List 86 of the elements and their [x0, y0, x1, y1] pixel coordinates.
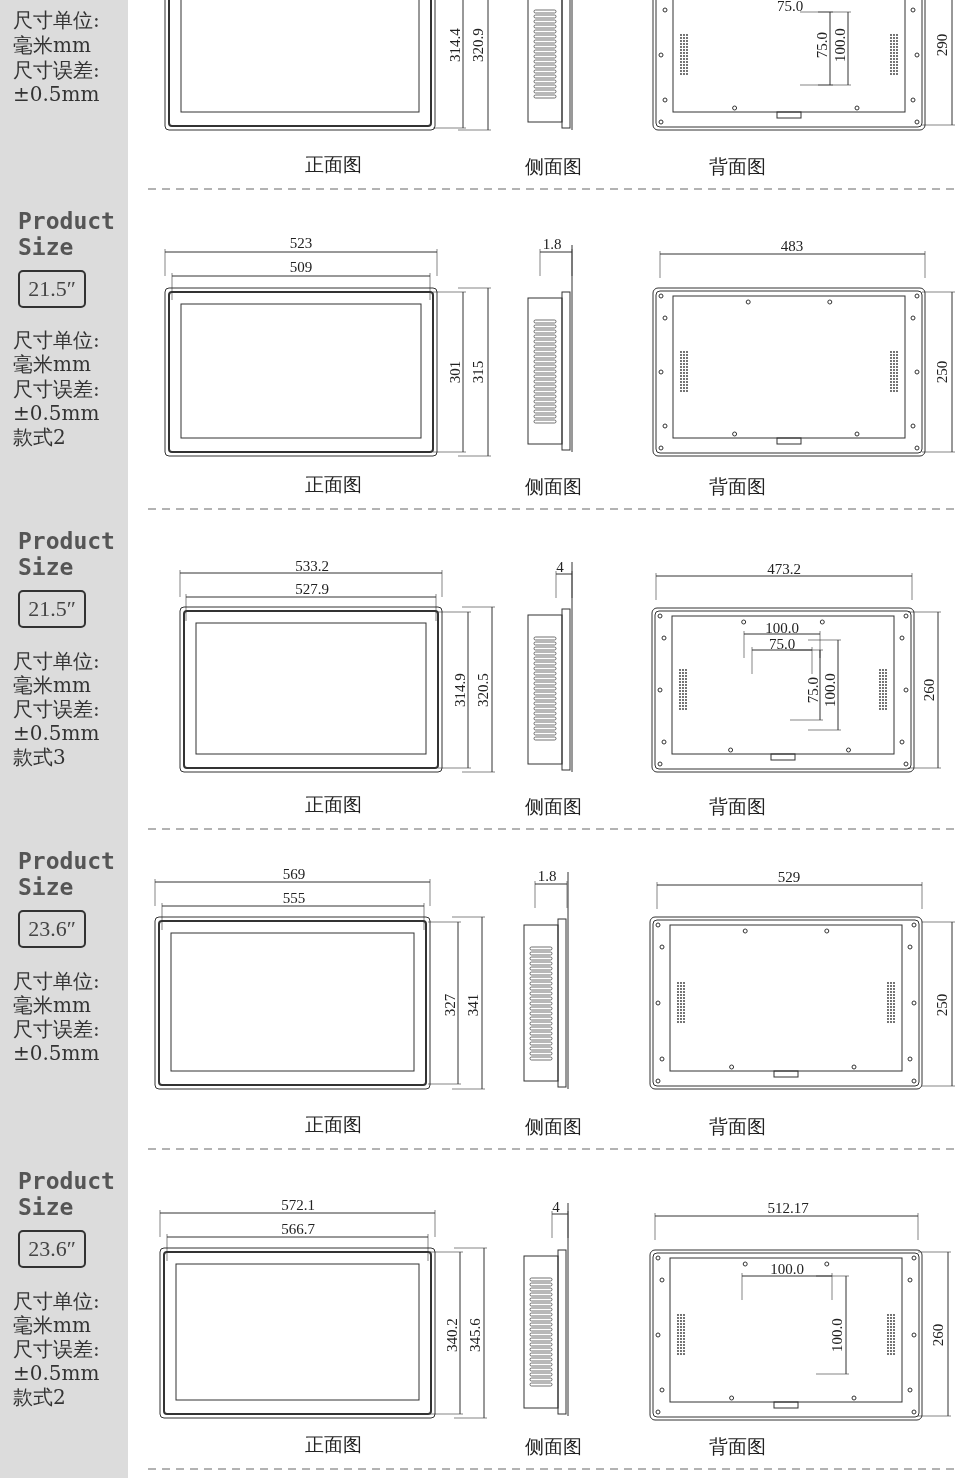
- spec-text: 款式2: [13, 1385, 66, 1409]
- spec-text: 尺寸误差:: [13, 58, 100, 82]
- dimension-label: 340.2: [444, 1318, 460, 1352]
- spec-text: 毫米mm: [13, 993, 91, 1017]
- dimension-label: 250: [934, 360, 950, 384]
- view-caption: 侧面图: [524, 154, 582, 179]
- spec-text: 毫米mm: [13, 1313, 91, 1337]
- dimension-label: 315: [470, 360, 486, 384]
- dimension-label: 301: [447, 360, 463, 384]
- dimension-label: 572.1: [281, 1197, 315, 1213]
- product-size-heading: Product Size: [18, 208, 116, 260]
- size-badge: 21.5″: [18, 590, 86, 628]
- product-size-heading: Product Size: [18, 528, 116, 580]
- dimension-label: 1.8: [537, 868, 557, 884]
- spec-text: 款式2: [13, 425, 66, 449]
- dimension-label: 529: [777, 869, 801, 885]
- spec-text: 毫米mm: [13, 352, 91, 376]
- spec-text: ±0.5mm: [13, 82, 100, 106]
- dimension-label: 314.4: [447, 28, 463, 62]
- product-size-heading: Product Size: [18, 848, 116, 900]
- size-badge: 23.6″: [18, 1230, 86, 1268]
- view-caption: 背面图: [708, 794, 766, 819]
- view-caption: 正面图: [304, 152, 362, 177]
- spec-text: ±0.5mm: [13, 1361, 100, 1385]
- spec-text: 尺寸误差:: [13, 1337, 100, 1361]
- dimension-label: 527.9: [295, 581, 329, 597]
- size-badge: 21.5″: [18, 270, 86, 308]
- view-caption: 侧面图: [524, 1114, 582, 1139]
- dimension-label: 555: [282, 890, 306, 906]
- dimension-label: 569: [282, 866, 306, 882]
- dimension-label: 512.17: [767, 1200, 809, 1216]
- view-caption: 正面图: [304, 1432, 362, 1457]
- dimension-label: 75.0: [814, 31, 830, 59]
- spec-text: 毫米mm: [13, 673, 91, 697]
- view-caption: 侧面图: [524, 794, 582, 819]
- dimension-label: 75.0: [805, 676, 821, 704]
- spec-text: 尺寸单位:: [13, 969, 100, 993]
- dimension-label: 100.0: [832, 28, 848, 62]
- dimension-label: 4: [552, 1199, 560, 1215]
- dimension-label: 566.7: [281, 1221, 315, 1237]
- dimension-label: 4: [556, 559, 564, 575]
- dimension-label: 260: [930, 1323, 946, 1347]
- dimension-label: 327: [442, 993, 458, 1017]
- dimension-label: 341: [465, 993, 481, 1017]
- view-caption: 侧面图: [524, 1434, 582, 1459]
- view-caption: 背面图: [708, 1114, 766, 1139]
- spec-text: 尺寸单位:: [13, 328, 100, 352]
- product-size-heading: Product Size: [18, 1168, 116, 1220]
- dimension-label: 100.0: [765, 620, 799, 636]
- spec-text: 尺寸单位:: [13, 649, 100, 673]
- spec-text: ±0.5mm: [13, 1041, 100, 1065]
- dimension-label: 75.0: [776, 0, 804, 14]
- view-caption: 正面图: [304, 1112, 362, 1137]
- spec-text: ±0.5mm: [13, 721, 100, 745]
- dimension-label: 523: [289, 235, 313, 251]
- view-caption: 侧面图: [524, 474, 582, 499]
- dimension-label: 290: [934, 33, 950, 57]
- view-caption: 背面图: [708, 1434, 766, 1459]
- spec-text: 款式3: [13, 745, 66, 769]
- dimension-label: 483: [780, 238, 804, 254]
- view-caption: 正面图: [304, 472, 362, 497]
- dimension-label: 533.2: [295, 558, 329, 574]
- spec-text: ±0.5mm: [13, 401, 100, 425]
- dimension-label: 100.0: [829, 1318, 845, 1352]
- spec-text: 毫米mm: [13, 33, 91, 57]
- dimension-label: 320.9: [470, 28, 486, 62]
- spec-text: 尺寸单位:: [13, 1289, 100, 1313]
- dimension-label: 345.6: [467, 1318, 483, 1352]
- dimension-label: 320.5: [475, 673, 491, 707]
- spec-text: 尺寸误差:: [13, 697, 100, 721]
- dimension-label: 100.0: [770, 1261, 804, 1277]
- dimension-label: 1.8: [542, 236, 562, 252]
- spec-text: 尺寸误差:: [13, 1017, 100, 1041]
- dimension-label: 75.0: [768, 636, 796, 652]
- dimension-label: 100.0: [822, 673, 838, 707]
- dimension-label: 314.9: [452, 673, 468, 707]
- dimension-label: 250: [934, 993, 950, 1017]
- spec-text: 尺寸单位:: [13, 8, 100, 32]
- dimension-label: 509: [289, 259, 313, 275]
- view-caption: 背面图: [708, 154, 766, 179]
- dimension-label: 473.2: [767, 561, 801, 577]
- view-caption: 背面图: [708, 474, 766, 499]
- spec-text: 尺寸误差:: [13, 377, 100, 401]
- view-caption: 正面图: [304, 792, 362, 817]
- dimension-label: 260: [921, 678, 937, 702]
- size-badge: 23.6″: [18, 910, 86, 948]
